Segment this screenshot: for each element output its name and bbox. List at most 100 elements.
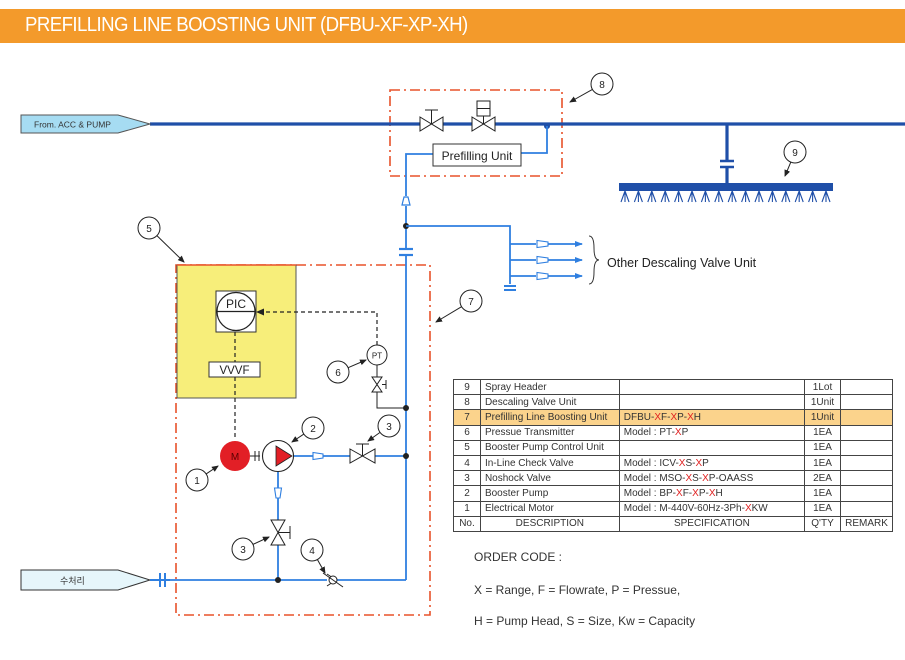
nozzle-icon — [794, 190, 804, 203]
cell-no: 6 — [453, 424, 481, 441]
header-spec: SPECIFICATION — [618, 515, 806, 532]
cell-remark — [839, 424, 894, 441]
cell-qty: 1Lot — [804, 378, 841, 396]
cell-qty: 1EA — [804, 424, 841, 441]
cell-qty: 1Unit — [804, 394, 841, 411]
callout-bubble — [783, 140, 807, 164]
pt-label: PT — [372, 352, 382, 361]
coupling-icon — [250, 451, 260, 461]
prefilling-unit-box — [432, 143, 522, 167]
junction-node — [275, 577, 281, 583]
cell-remark — [839, 454, 894, 472]
nozzle-icon — [741, 190, 751, 203]
callout-bubble — [137, 216, 161, 240]
nozzle-icon — [767, 190, 777, 203]
vvvf-label: VVVF — [219, 365, 249, 377]
instrument-line — [376, 392, 406, 409]
cell-no: 8 — [453, 394, 481, 411]
reducer-icons — [536, 239, 549, 281]
cell-remark — [839, 378, 894, 396]
cell-no: 2 — [453, 485, 481, 502]
callout-number: 9 — [792, 148, 798, 159]
callout-number: 5 — [146, 224, 152, 235]
cell-description: Spray Header — [479, 378, 620, 396]
pump-pipes — [170, 455, 406, 581]
cell-specification: Model : ICV-XS-XP — [618, 454, 806, 472]
header-desc: DESCRIPTION — [479, 515, 620, 532]
nozzle-icon — [714, 190, 724, 203]
cell-qty: 1EA — [804, 485, 841, 502]
page-title: PREFILLING LINE BOOSTING UNIT (DFBU-XF-X… — [25, 14, 468, 36]
electrical-motor-icon — [220, 441, 250, 471]
actuated-valve-icon — [471, 100, 496, 132]
cell-qty: 1EA — [804, 500, 841, 517]
instrument-valve-icon — [371, 376, 387, 393]
nozzle-icon — [620, 190, 630, 203]
callout-number: 7 — [468, 297, 474, 308]
header-bar: PREFILLING LINE BOOSTING UNIT (DFBU-XF-X… — [0, 9, 905, 43]
callout-number: 2 — [310, 424, 316, 435]
cell-description: Booster Pump — [479, 485, 620, 502]
callout-number: 6 — [335, 368, 341, 379]
header-qty: Q'TY — [804, 515, 841, 532]
junction-node — [403, 405, 409, 411]
nozzle-icon — [821, 190, 831, 203]
nozzle-icon — [633, 190, 643, 203]
boundary-prefilling-boosting-unit — [175, 264, 431, 616]
cell-description: Noshock Valve — [479, 470, 620, 487]
nozzle-icon — [727, 190, 737, 203]
flange-spray-header — [720, 159, 734, 169]
cell-remark — [839, 394, 894, 411]
inlet-water-label: 수처리 — [60, 575, 85, 586]
cell-specification — [618, 378, 806, 396]
callout-leader — [291, 433, 305, 443]
nozzle-icon — [660, 190, 670, 203]
nozzle-icon — [674, 190, 684, 203]
reducer-icon — [312, 451, 324, 461]
nozzle-icon — [647, 190, 657, 203]
noshock-valve-icon — [270, 519, 291, 546]
header-remark: REMARK — [839, 515, 894, 532]
inlet-water-treatment: 수처리 — [20, 569, 152, 591]
spray-nozzles — [620, 190, 831, 203]
flange-icon — [399, 247, 413, 257]
cell-no: 4 — [453, 454, 481, 472]
cell-remark — [839, 439, 894, 456]
inlet-acc-pump: From. ACC & PUMP — [20, 114, 152, 134]
callout-number: 1 — [194, 476, 200, 487]
noshock-valve-icon — [349, 443, 376, 464]
cell-description: Descaling Valve Unit — [479, 394, 620, 411]
callout-bubble — [185, 468, 209, 492]
cell-specification — [618, 439, 806, 456]
flange-icon — [150, 573, 170, 587]
cell-specification: Model : BP-XF-XP-XH — [618, 485, 806, 502]
cell-specification — [618, 394, 806, 411]
other-units-branch-pipe — [406, 225, 583, 284]
cell-description: Electrical Motor — [479, 500, 620, 517]
cell-qty: 1EA — [804, 454, 841, 472]
cell-no: 3 — [453, 470, 481, 487]
order-code-line-1: X = Range, F = Flowrate, P = Pressue, — [474, 583, 681, 597]
cell-specification: Model : M-440V-60Hz-3Ph-XKW — [618, 500, 806, 517]
signal-arrow-icon — [256, 308, 264, 316]
callout-leader — [156, 235, 185, 263]
inline-check-valve-icon — [322, 572, 344, 588]
order-code-title: ORDER CODE : — [474, 550, 563, 564]
signal-lines — [234, 311, 378, 440]
cell-no: 9 — [453, 378, 481, 396]
cell-description: Booster Pump Control Unit — [479, 439, 620, 456]
callout-number: 4 — [309, 546, 315, 557]
cell-remark — [839, 500, 894, 517]
callout-bubble — [459, 289, 483, 313]
